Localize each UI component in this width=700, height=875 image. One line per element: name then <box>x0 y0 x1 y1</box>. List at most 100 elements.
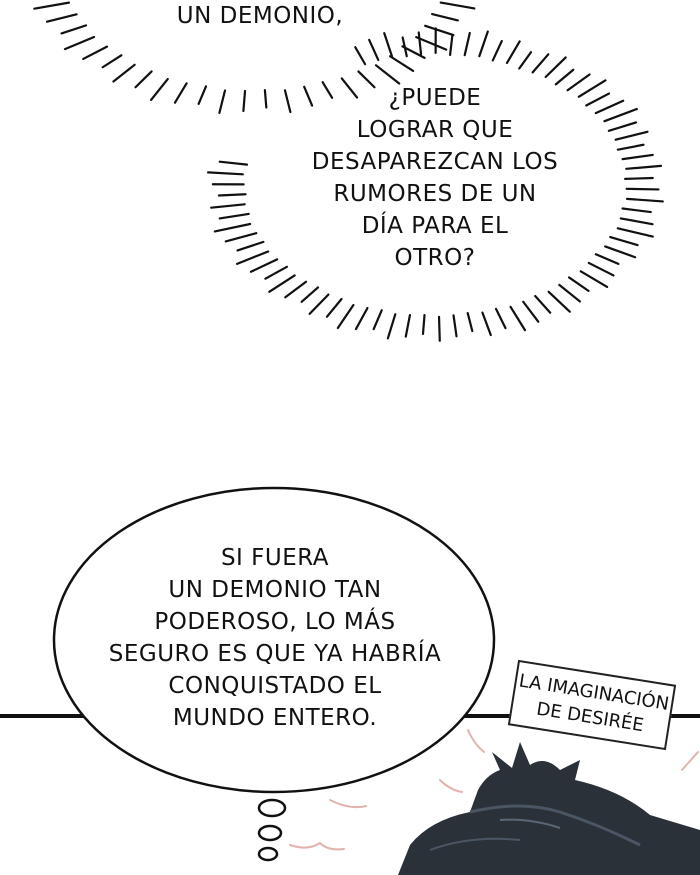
narration-line: UN DEMONIO, <box>165 0 355 32</box>
speed-line <box>625 164 663 170</box>
speed-line <box>448 34 454 57</box>
shout-line: LOGRAR QUE <box>356 117 514 143</box>
speed-line <box>374 64 401 85</box>
speed-line <box>439 1 476 10</box>
speed-line <box>417 31 423 56</box>
shout-bubble-text: ¿PUEDE LOGRAR QUE DESAPAREZCAN LOS RUMOR… <box>290 82 580 274</box>
speed-line <box>466 311 474 333</box>
speed-line <box>603 107 638 123</box>
speed-line <box>388 55 415 73</box>
speed-line <box>284 280 308 299</box>
speed-line <box>368 38 380 62</box>
speed-line <box>235 250 270 265</box>
speed-line <box>481 311 492 337</box>
speed-line <box>283 89 292 114</box>
speed-line <box>579 270 609 289</box>
speed-line <box>463 31 471 57</box>
speed-line <box>63 35 96 51</box>
speed-line <box>401 45 426 59</box>
thought-line: CONQUISTADO EL <box>168 673 382 699</box>
speed-line <box>625 197 664 203</box>
speed-line <box>604 245 637 259</box>
speed-line <box>624 176 654 180</box>
speed-line <box>45 13 78 23</box>
speed-line <box>594 253 620 265</box>
speed-line <box>263 88 268 109</box>
speed-line <box>509 305 527 332</box>
speed-line <box>594 99 625 115</box>
speed-line <box>607 121 638 132</box>
speed-line <box>206 171 244 176</box>
speed-line <box>544 56 567 79</box>
thought-line: SEGURO ES QUE YA HABRÍA <box>108 641 442 667</box>
speed-line <box>173 82 188 104</box>
thought-line: UN DEMONIO TAN <box>168 577 382 603</box>
speed-line <box>491 39 503 62</box>
speed-line <box>354 306 369 331</box>
speed-line <box>614 130 649 141</box>
speed-line <box>431 12 459 22</box>
speed-line <box>494 307 507 330</box>
speed-line <box>567 276 590 292</box>
speed-line <box>616 143 645 151</box>
shout-line: DÍA PARA EL <box>361 213 509 239</box>
thought-line: PODEROSO, LO MÁS <box>154 609 396 635</box>
speed-line <box>534 294 552 314</box>
speed-line <box>325 297 343 318</box>
speed-line <box>372 309 383 331</box>
speed-line <box>609 235 639 247</box>
speed-line <box>505 40 521 65</box>
speed-line <box>218 89 227 114</box>
speed-line <box>336 303 355 330</box>
speed-line <box>383 32 394 58</box>
speed-line <box>268 274 296 293</box>
speed-line <box>218 212 250 220</box>
speed-line <box>619 217 654 226</box>
speed-line <box>577 79 607 98</box>
speed-line <box>217 193 247 197</box>
speed-line <box>566 73 591 92</box>
speed-line <box>558 283 581 303</box>
speed-line <box>321 81 334 99</box>
speed-line <box>60 24 88 35</box>
speed-line <box>415 36 448 51</box>
speed-line <box>421 313 426 336</box>
character-hair <box>398 742 700 875</box>
speed-line <box>616 227 654 238</box>
speed-line <box>554 68 575 86</box>
narration-text: UN DEMONIO, <box>176 3 344 29</box>
speed-line <box>249 258 279 273</box>
speed-line <box>621 153 654 161</box>
speed-line <box>522 300 540 323</box>
speed-line <box>478 30 489 58</box>
speed-line <box>452 314 458 338</box>
shout-line: DESAPAREZCAN LOS <box>311 149 559 175</box>
speed-line <box>531 53 550 74</box>
speed-line <box>82 45 109 61</box>
speed-line <box>213 222 252 233</box>
speed-line <box>308 293 330 315</box>
speed-line <box>357 70 376 89</box>
speed-line <box>518 51 533 70</box>
speed-line <box>218 160 249 166</box>
speed-line <box>625 187 660 191</box>
speed-line <box>210 203 246 209</box>
speed-line <box>134 70 153 89</box>
speed-line <box>224 232 258 243</box>
speed-line <box>585 92 611 107</box>
thought-bubble <box>52 486 496 862</box>
speed-line <box>242 89 247 113</box>
speed-line <box>621 207 652 214</box>
speed-line <box>386 313 397 340</box>
speed-line <box>101 54 123 69</box>
thought-bubble-text: SI FUERA UN DEMONIO TAN PODEROSO, LO MÁS… <box>90 542 460 734</box>
scratch-marks <box>289 729 699 851</box>
speed-line <box>149 77 169 101</box>
speed-line <box>547 290 571 313</box>
speed-line <box>424 24 455 37</box>
shout-line: RUMORES DE UN <box>333 181 537 207</box>
speed-line <box>236 240 265 252</box>
thought-line: MUNDO ENTERO. <box>172 705 378 731</box>
speed-line <box>197 85 208 105</box>
